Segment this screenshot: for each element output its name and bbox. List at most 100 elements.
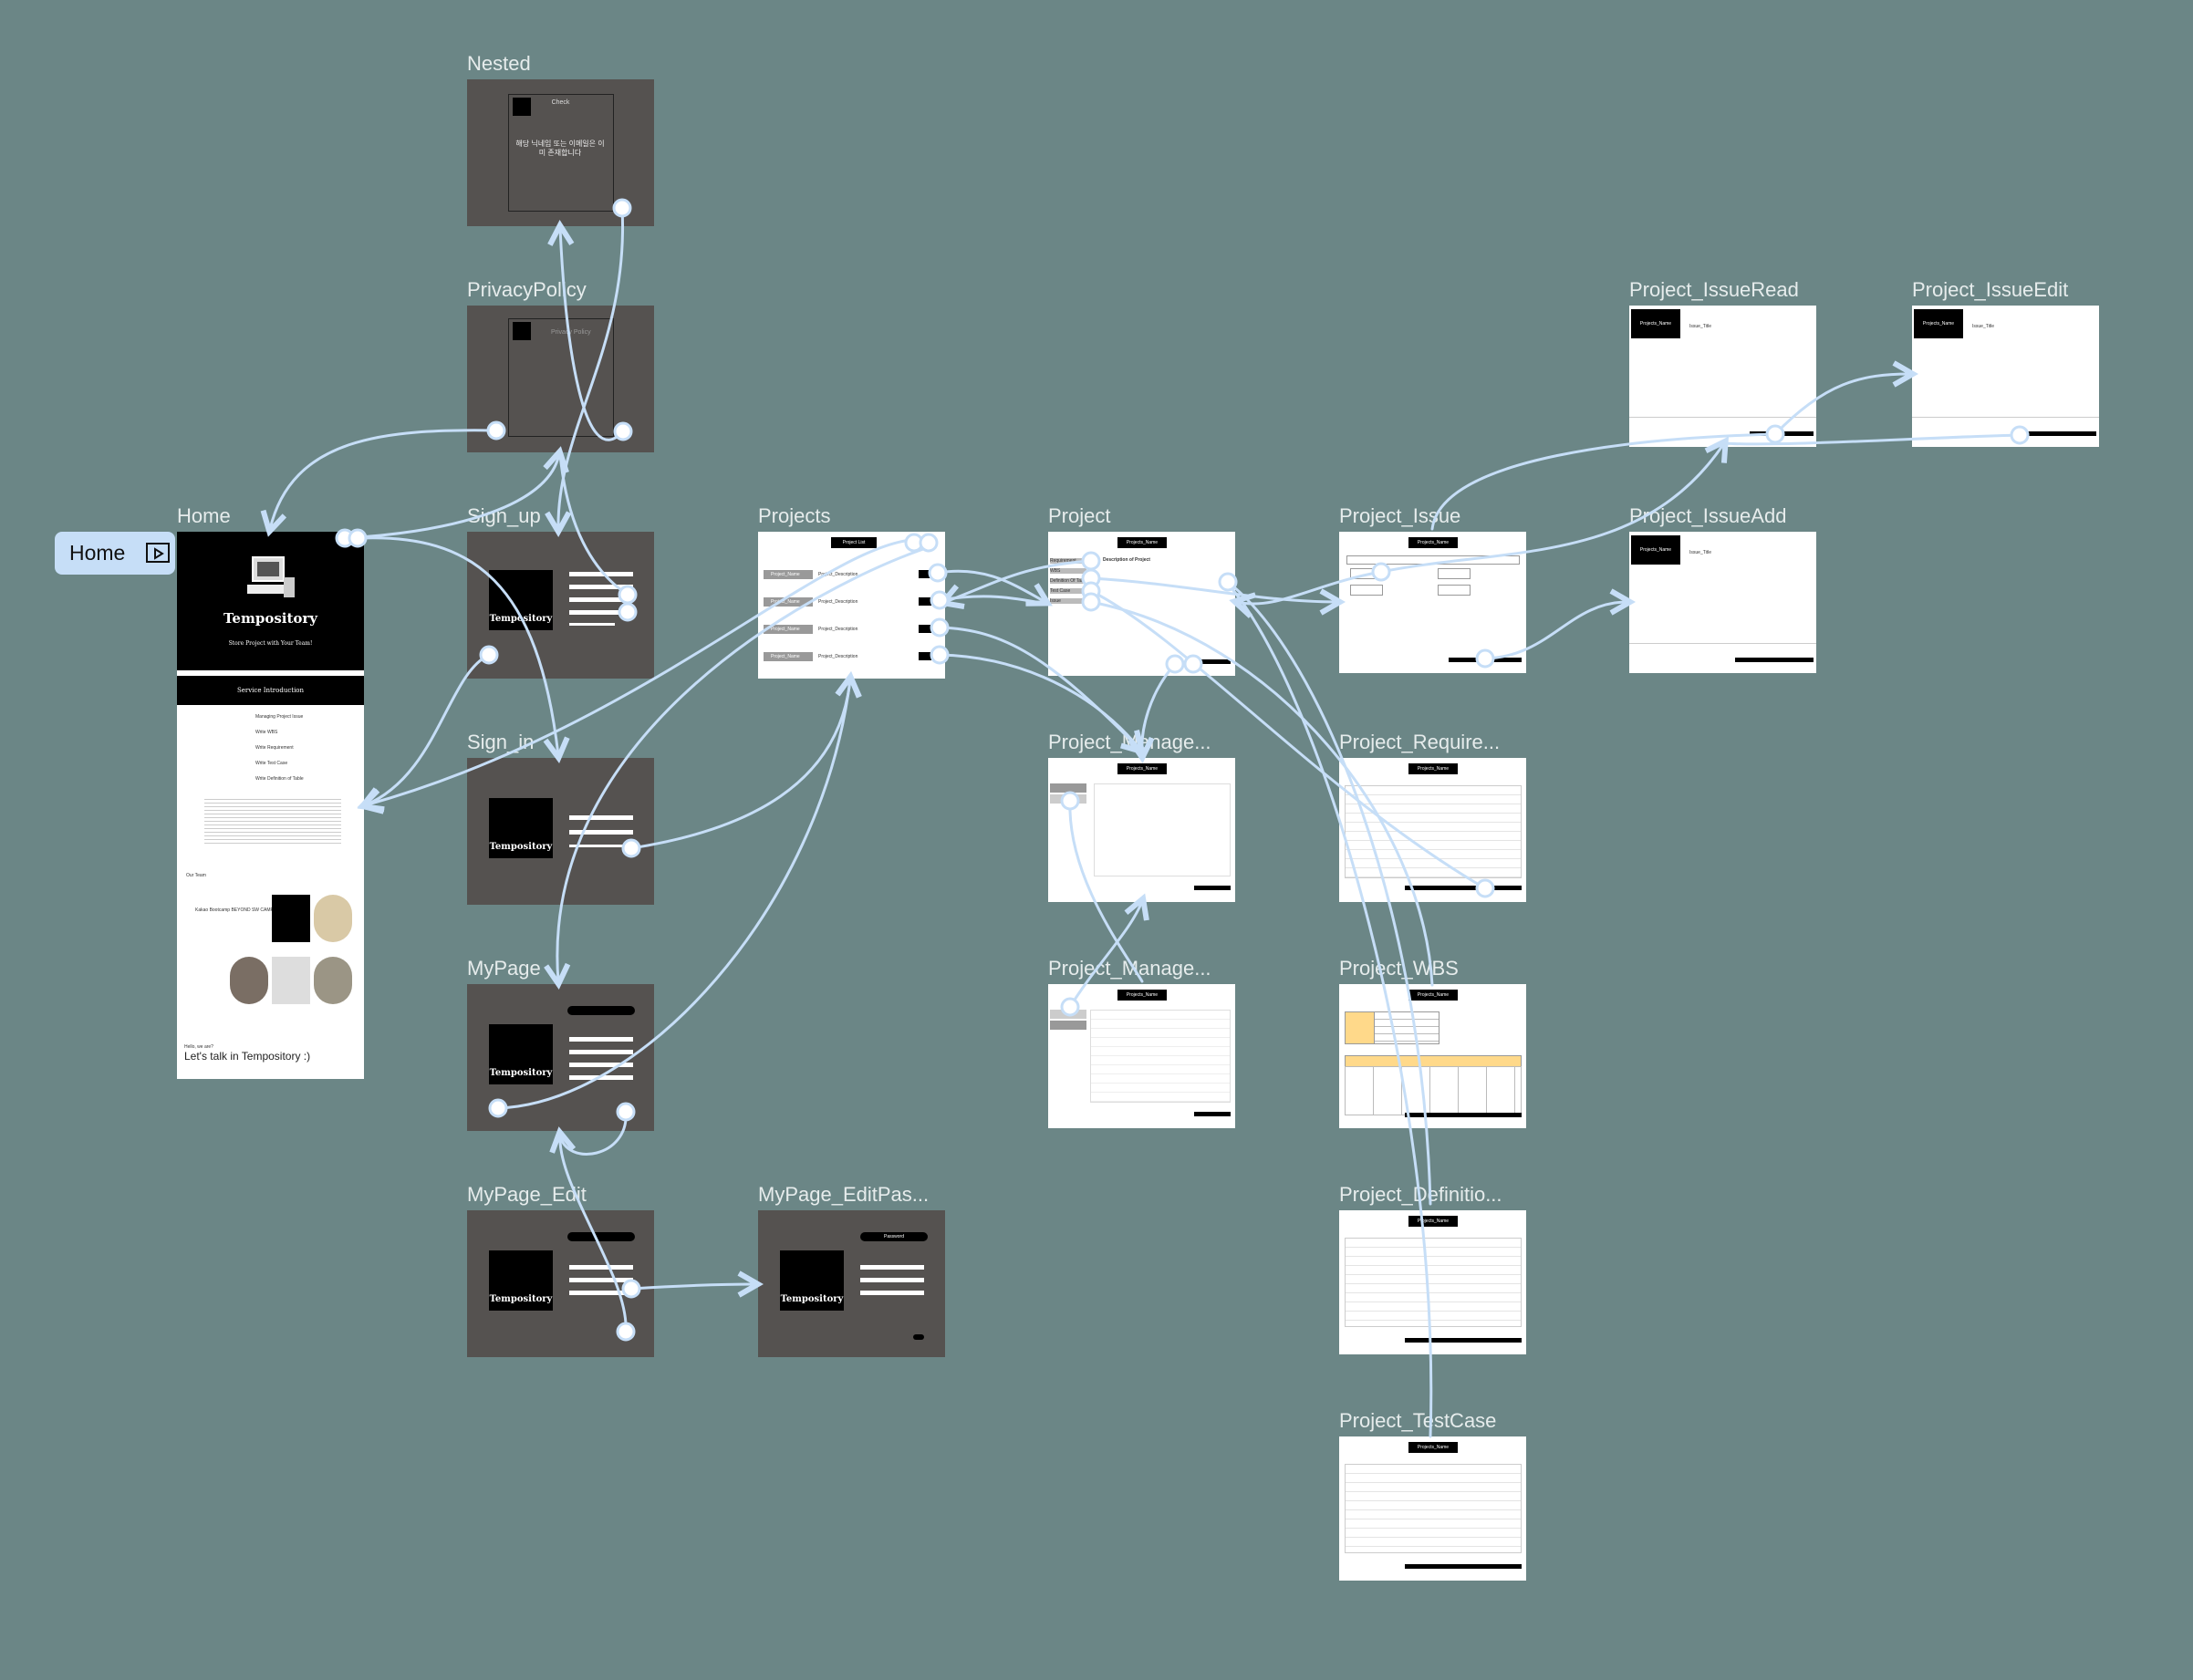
row-action-button[interactable] xyxy=(919,652,931,660)
frame-sign-up[interactable]: Tempository xyxy=(467,532,654,679)
frame-sign-in[interactable]: Tempository xyxy=(467,758,654,905)
team-avatar xyxy=(314,957,352,1004)
project-menu-item[interactable]: WBS xyxy=(1050,568,1086,574)
project-footer-bar[interactable] xyxy=(1194,659,1231,664)
manage-footer-bar[interactable] xyxy=(1194,1112,1231,1116)
manage-member-table xyxy=(1090,1010,1231,1103)
issueread-footer-bar[interactable] xyxy=(1750,431,1814,436)
frame-project-wbs[interactable]: Projects_Name xyxy=(1339,984,1526,1128)
project-row-name[interactable]: Project_Name xyxy=(764,652,813,661)
project-row-name[interactable]: Project_Name xyxy=(764,570,813,579)
frame-label-project-issue[interactable]: Project_Issue xyxy=(1339,504,1461,527)
input-bar xyxy=(569,572,633,576)
frame-project-issueadd[interactable]: Projects_Name Issue_Title xyxy=(1629,532,1816,673)
issue-card[interactable] xyxy=(1438,585,1471,596)
issue-footer-bar[interactable] xyxy=(1449,658,1522,662)
issue-title: Issue_Title xyxy=(1972,324,1994,329)
project-header: Projects_Name xyxy=(1631,535,1680,565)
frame-label-sign-in[interactable]: Sign_in xyxy=(467,731,535,753)
project-row-name[interactable]: Project_Name xyxy=(764,597,813,607)
home-brand: Tempository xyxy=(223,610,318,627)
manage-footer-bar[interactable] xyxy=(1194,886,1231,890)
project-row-desc: Project_Description xyxy=(818,654,858,659)
project-row-desc: Project_Description xyxy=(818,599,858,605)
frame-label-sign-up[interactable]: Sign_up xyxy=(467,504,541,527)
manage-menu-item[interactable] xyxy=(1050,783,1086,793)
project-menu-item[interactable]: Test Case xyxy=(1050,588,1086,594)
row-action-button[interactable] xyxy=(919,625,931,633)
frame-label-mypage-editpass[interactable]: MyPage_EditPas... xyxy=(758,1183,930,1206)
frame-project-issueedit[interactable]: Projects_Name Issue_Title xyxy=(1912,306,2099,447)
team-avatar xyxy=(272,895,310,942)
testcase-table xyxy=(1345,1464,1522,1553)
frame-label-mypage-edit[interactable]: MyPage_Edit xyxy=(467,1183,587,1206)
frame-label-project-issueadd[interactable]: Project_IssueAdd xyxy=(1629,504,1787,527)
issue-card[interactable] xyxy=(1350,568,1383,579)
input-bar xyxy=(569,1291,633,1295)
frame-home[interactable]: Tempository Store Project with Your Team… xyxy=(177,532,364,1079)
issue-card[interactable] xyxy=(1438,568,1471,579)
wbs-footer-bar[interactable] xyxy=(1405,1113,1522,1117)
frame-label-projects[interactable]: Projects xyxy=(758,504,831,527)
feature-item: Write Test Case xyxy=(255,761,288,766)
brand-logo: Tempository xyxy=(489,798,553,858)
project-row-name[interactable]: Project_Name xyxy=(764,625,813,634)
frame-label-project-issueedit[interactable]: Project_IssueEdit xyxy=(1912,278,2069,301)
project-menu-item[interactable]: Requirement xyxy=(1050,558,1086,564)
issueadd-footer-bar[interactable] xyxy=(1735,658,1814,662)
row-action-button[interactable] xyxy=(919,570,931,578)
frame-label-project-manage-1[interactable]: Project_Manage... xyxy=(1048,731,1211,753)
frame-label-nested[interactable]: Nested xyxy=(467,52,531,75)
confirm-button[interactable] xyxy=(913,1334,924,1340)
frame-label-project-definition[interactable]: Project_Definitio... xyxy=(1339,1183,1502,1206)
require-footer-bar[interactable] xyxy=(1405,886,1522,890)
frame-mypage-edit[interactable]: Tempository xyxy=(467,1210,654,1357)
frame-project[interactable]: Projects_Name Requirement WBS Definition… xyxy=(1048,532,1235,676)
manage-menu-item[interactable] xyxy=(1050,1010,1086,1019)
brand-logo-text: Tempository xyxy=(489,1294,553,1304)
manage-menu-item[interactable] xyxy=(1050,794,1086,804)
frame-label-project-testcase[interactable]: Project_TestCase xyxy=(1339,1409,1497,1432)
project-menu-item[interactable]: Issue xyxy=(1050,598,1086,604)
project-header: Projects_Name xyxy=(1117,763,1167,774)
definition-footer-bar[interactable] xyxy=(1405,1338,1522,1343)
frame-project-require[interactable]: Projects_Name xyxy=(1339,758,1526,902)
frame-projects[interactable]: Project List Project_Name Project_Descri… xyxy=(758,532,945,679)
brand-logo: Tempository xyxy=(780,1250,844,1311)
project-menu-item[interactable]: Definition Of Table xyxy=(1050,578,1087,584)
project-header: Projects_Name xyxy=(1117,990,1167,1001)
home-start-badge[interactable]: Home xyxy=(55,532,175,575)
brand-logo-text: Tempository xyxy=(489,1068,553,1078)
frame-nested[interactable]: Check 해당 닉네임 또는 이메일은 이미 존재합니다 xyxy=(467,79,654,226)
row-action-button[interactable] xyxy=(919,597,931,606)
frame-label-privacy[interactable]: PrivacyPolicy xyxy=(467,278,587,301)
frame-label-mypage[interactable]: MyPage xyxy=(467,957,541,980)
issue-title: Issue_Title xyxy=(1689,550,1711,555)
frame-label-project[interactable]: Project xyxy=(1048,504,1111,527)
editpass-header: Password xyxy=(860,1232,928,1241)
frame-label-project-issueread[interactable]: Project_IssueRead xyxy=(1629,278,1799,301)
frame-label-project-manage-2[interactable]: Project_Manage... xyxy=(1048,957,1211,980)
frame-project-manage-1[interactable]: Projects_Name xyxy=(1048,758,1235,902)
frame-project-testcase[interactable]: Projects_Name xyxy=(1339,1436,1526,1581)
frame-mypage[interactable]: Tempository xyxy=(467,984,654,1131)
frame-privacy[interactable]: Privacy Policy xyxy=(467,306,654,452)
play-frame-icon xyxy=(146,542,171,563)
frame-project-issue[interactable]: Projects_Name xyxy=(1339,532,1526,673)
edit-header-pill xyxy=(567,1232,635,1241)
frame-label-home[interactable]: Home xyxy=(177,504,231,527)
manage-menu-item[interactable] xyxy=(1050,1021,1086,1030)
input-bar xyxy=(569,1265,633,1270)
home-footer-big: Let's talk in Tempository :) xyxy=(184,1050,311,1063)
frame-label-project-wbs[interactable]: Project_WBS xyxy=(1339,957,1459,980)
issueedit-footer-bar[interactable] xyxy=(2012,431,2096,436)
frame-project-manage-2[interactable]: Projects_Name xyxy=(1048,984,1235,1128)
project-header: Projects_Name xyxy=(1914,309,1963,338)
frame-label-project-require[interactable]: Project_Require... xyxy=(1339,731,1501,753)
project-row-label: Project_Name xyxy=(771,572,800,577)
testcase-footer-bar[interactable] xyxy=(1405,1564,1522,1569)
frame-project-definition[interactable]: Projects_Name xyxy=(1339,1210,1526,1354)
issue-card[interactable] xyxy=(1350,585,1383,596)
frame-mypage-editpass[interactable]: Password Tempository xyxy=(758,1210,945,1357)
frame-project-issueread[interactable]: Projects_Name Issue_Title xyxy=(1629,306,1816,447)
